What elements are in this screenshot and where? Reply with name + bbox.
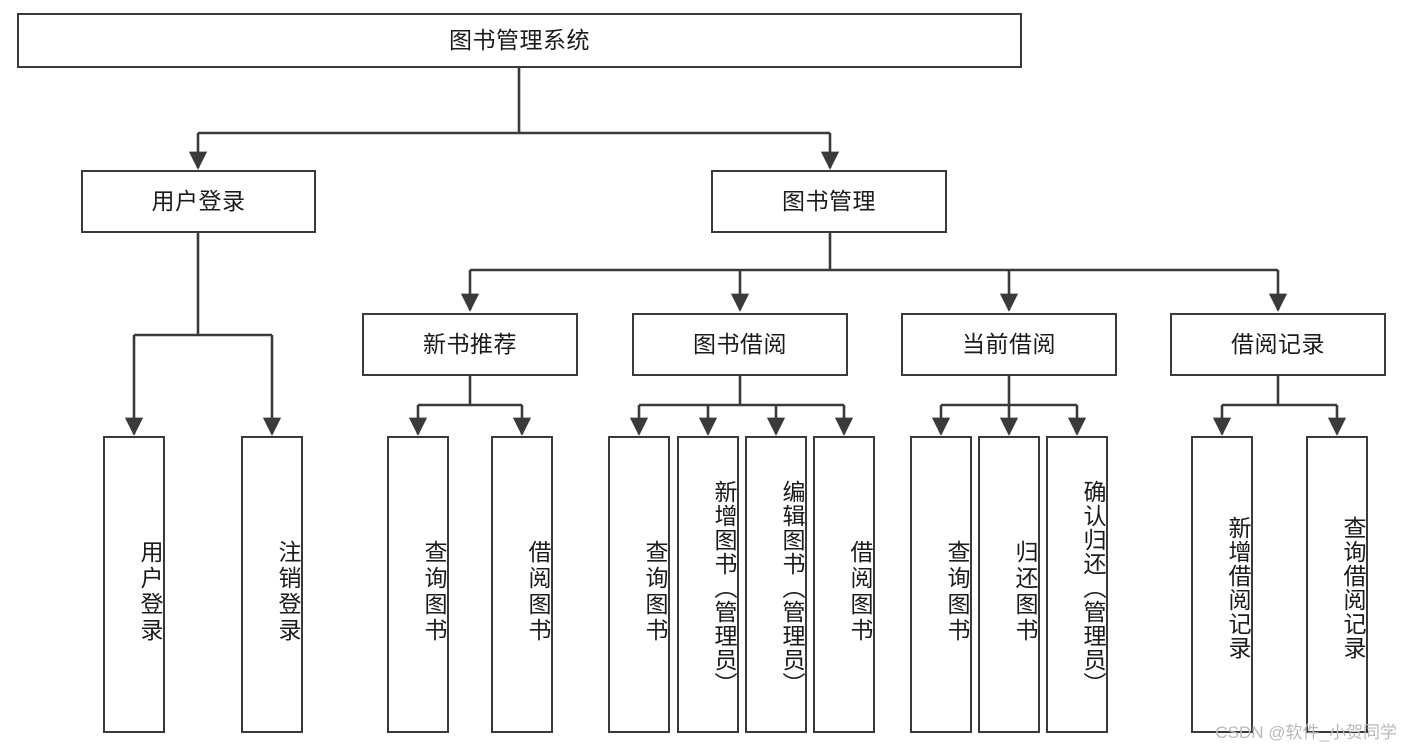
node-root-book-management-system[interactable]: 图书管理系统 xyxy=(17,13,1022,68)
node-user-login[interactable]: 用户登录 xyxy=(81,170,316,233)
node-borrow-record[interactable]: 借阅记录 xyxy=(1170,313,1386,376)
csdn-watermark: CSDN @软件_小贺同学 xyxy=(1215,723,1397,742)
leaf-book-borrow-borrow[interactable]: 借阅图书 xyxy=(813,436,875,733)
leaf-user-login-login[interactable]: 用户登录 xyxy=(103,436,165,733)
node-book-management[interactable]: 图书管理 xyxy=(711,170,947,233)
leaf-book-borrow-add-admin[interactable]: 新增图书（管理员） xyxy=(677,436,739,733)
leaf-borrow-record-add[interactable]: 新增借阅记录 xyxy=(1191,436,1253,733)
node-book-borrow[interactable]: 图书借阅 xyxy=(632,313,848,376)
leaf-new-book-query[interactable]: 查询图书 xyxy=(387,436,449,733)
leaf-book-borrow-query[interactable]: 查询图书 xyxy=(608,436,670,733)
leaf-current-borrow-return[interactable]: 归还图书 xyxy=(978,436,1040,733)
leaf-new-book-borrow[interactable]: 借阅图书 xyxy=(491,436,553,733)
node-new-book-recommend[interactable]: 新书推荐 xyxy=(362,313,578,376)
leaf-user-login-logout[interactable]: 注销登录 xyxy=(241,436,303,733)
node-current-borrow[interactable]: 当前借阅 xyxy=(901,313,1117,376)
leaf-book-borrow-edit-admin[interactable]: 编辑图书（管理员） xyxy=(745,436,807,733)
leaf-current-borrow-query[interactable]: 查询图书 xyxy=(910,436,972,733)
leaf-current-borrow-confirm-return-admin[interactable]: 确认归还（管理员） xyxy=(1046,436,1108,733)
leaf-borrow-record-query[interactable]: 查询借阅记录 xyxy=(1306,436,1368,733)
